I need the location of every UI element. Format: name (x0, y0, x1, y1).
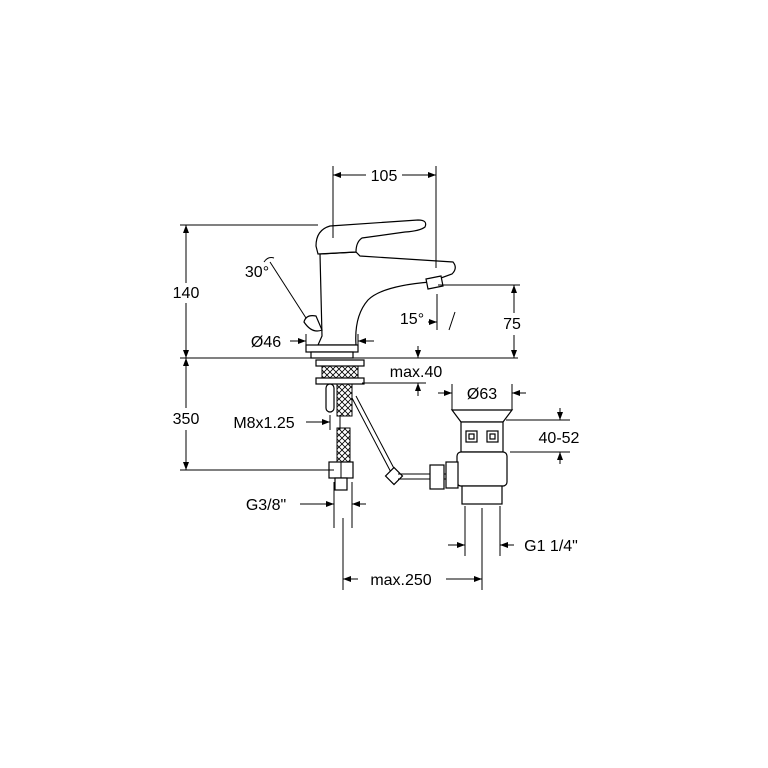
popup-rod (351, 395, 446, 490)
label-max-thickness: max.40 (390, 364, 443, 381)
popup-knob (303, 315, 323, 332)
faucet-base-ring (310, 351, 354, 359)
hose-upper (336, 383, 353, 417)
popup-rod-line-2 (355, 395, 399, 477)
popup-clip (384, 466, 404, 486)
faucet-lever-handle (315, 219, 427, 255)
label-width: 105 (371, 168, 398, 185)
aerator (425, 275, 444, 290)
dimension-lines (180, 166, 570, 590)
label-drain-diameter: Ø63 (467, 386, 497, 403)
drain-window-left-inner (468, 433, 475, 440)
gasket (321, 365, 359, 379)
label-drain-range: 40-52 (539, 430, 580, 447)
rod-nut (429, 464, 445, 490)
label-drain-thread: G1 1/4" (524, 538, 578, 555)
label-spout-angle: 15° (400, 311, 424, 328)
label-height: 140 (173, 285, 200, 302)
washer-top (315, 359, 365, 367)
label-lever-angle: 30° (245, 264, 269, 281)
hose-pipe (334, 477, 348, 491)
handle-joint-line (319, 251, 357, 255)
hose-lower (336, 427, 351, 463)
drain-side-connector (445, 461, 459, 489)
popup-rod-line-1 (351, 397, 395, 479)
spout-angle-slant (448, 311, 456, 331)
label-hose-thread: G3/8" (246, 497, 286, 514)
faucet-base (305, 344, 359, 353)
faucet-spout-body (317, 251, 456, 346)
drain-tailpiece (461, 485, 503, 505)
drain-flange (450, 409, 514, 423)
label-rod-thread: M8x1.25 (233, 415, 294, 432)
lever-angle-arc (263, 257, 275, 263)
drain-nut (456, 451, 508, 487)
drain-window-right-inner (489, 433, 496, 440)
threaded-rod (325, 383, 335, 413)
label-hose-length: 350 (173, 411, 200, 428)
label-spout-height: 75 (503, 316, 521, 333)
drain (445, 409, 514, 505)
dimension-labels: 105 140 30° 15° 75 Ø46 max.40 Ø63 350 M8… (173, 168, 580, 589)
mounting-assembly (315, 359, 365, 491)
washer-bottom (315, 377, 365, 385)
lever-angle-line (269, 261, 307, 319)
faucet (303, 219, 456, 359)
label-base-diameter: Ø46 (251, 334, 281, 351)
label-max-distance: max.250 (370, 572, 431, 589)
